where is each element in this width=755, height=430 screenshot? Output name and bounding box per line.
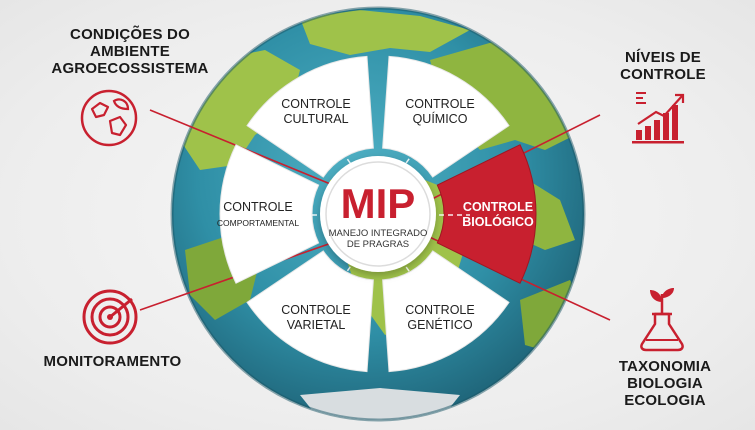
segment-controle-comportamental-line1: CONTROLE [223, 200, 292, 214]
segment-controle-comportamental-line2: COMPORTAMENTAL [217, 218, 299, 228]
segment-controle-quimico [382, 55, 510, 178]
segment-controle-varietal-line2: VARIETAL [287, 318, 346, 332]
label-niveis-controle: NÍVEIS DE CONTROLE [620, 49, 706, 83]
label-condicoes-ambiente: CONDIÇÕES DO AMBIENTE AGROECOSSISTEMA [51, 26, 209, 77]
center-subtitle-line1: MANEJO INTEGRADO [329, 228, 428, 239]
segment-controle-quimico-line2: QUÍMICO [413, 111, 468, 126]
segment-controle-genetico [382, 250, 510, 373]
plant-flask-icon [640, 288, 684, 352]
center-hub [320, 156, 436, 272]
control-segments: CONTROLECULTURALCONTROLEQUÍMICOCONTROLEB… [217, 55, 537, 373]
segment-controle-cultural-line2: CULTURAL [283, 112, 348, 126]
center-title: MIP [341, 180, 416, 227]
segment-separators [285, 136, 470, 294]
radar-icon [82, 289, 138, 345]
segment-controle-cultural-line1: CONTROLE [281, 97, 350, 111]
eco-globe-icon [80, 89, 138, 147]
segment-controle-biologico [436, 144, 537, 284]
segment-controle-quimico-line1: CONTROLE [405, 97, 474, 111]
center-subtitle-line2: DE PRAGRAS [347, 239, 409, 250]
bar-chart-growth-icon [632, 92, 685, 144]
segment-controle-biologico-line2: BIOLÓGICO [462, 214, 534, 229]
segment-controle-genetico-line1: CONTROLE [405, 303, 474, 317]
segment-controle-cultural [246, 55, 374, 178]
label-taxonomia: TAXONOMIA BIOLOGIA ECOLOGIA [618, 358, 712, 409]
label-monitoramento: MONITORAMENTO [43, 353, 182, 370]
segment-controle-biologico-line1: CONTROLE [463, 200, 533, 214]
segment-controle-comportamental [219, 144, 320, 284]
segment-controle-genetico-line2: GENÉTICO [407, 317, 473, 332]
segment-controle-varietal-line1: CONTROLE [281, 303, 350, 317]
segment-controle-varietal [246, 250, 374, 373]
